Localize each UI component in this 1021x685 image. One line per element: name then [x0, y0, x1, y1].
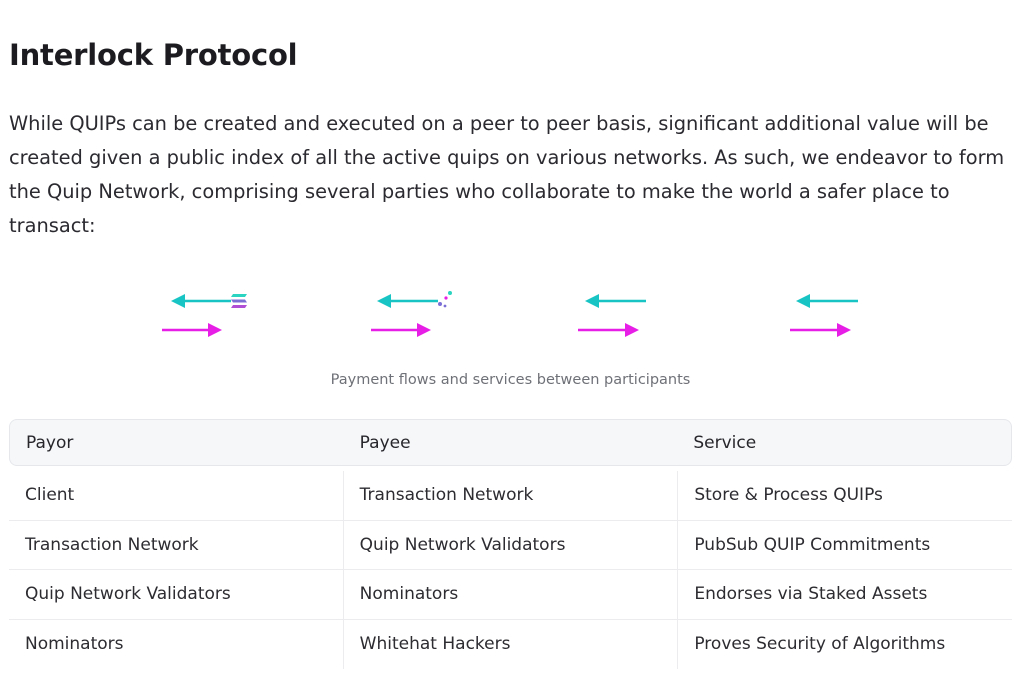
payment-arrow-right [578, 323, 639, 337]
cell-payee: Nominators [344, 570, 679, 619]
flow-group-4 [790, 294, 858, 337]
service-arrow-left [585, 294, 646, 308]
table-row: Client Transaction Network Store & Proce… [9, 471, 1012, 521]
cell-service: Store & Process QUIPs [694, 485, 883, 506]
cell-service: Endorses via Staked Assets [694, 584, 928, 605]
cell-payee: Quip Network Validators [344, 520, 679, 569]
service-arrow-left [377, 294, 438, 308]
payment-arrow-right [790, 323, 851, 337]
cell-payee: Whitehat Hackers [344, 619, 679, 669]
flow-group-1 [162, 294, 247, 337]
table-row: Transaction Network Quip Network Validat… [9, 520, 1012, 570]
service-arrow-left [796, 294, 858, 308]
flow-group-2 [371, 291, 452, 337]
column-header-payor: Payor [26, 432, 74, 453]
cell-payor: Client [9, 471, 344, 520]
table-body: Client Transaction Network Store & Proce… [9, 471, 1012, 669]
intro-paragraph: While QUIPs can be created and executed … [9, 112, 1005, 237]
cell-service: Proves Security of Algorithms [694, 634, 946, 655]
cell-payor: Nominators [9, 619, 344, 669]
payment-flow-figure [9, 282, 1012, 354]
table-row: Nominators Whitehat Hackers Proves Secur… [9, 619, 1012, 669]
service-arrow-left [171, 294, 231, 308]
figure-caption: Payment flows and services between parti… [330, 372, 691, 388]
solana-icon [231, 294, 247, 308]
cell-payor: Quip Network Validators [9, 570, 344, 619]
cell-service: PubSub QUIP Commitments [694, 534, 931, 555]
column-header-payee: Payee [359, 432, 411, 453]
network-icon [438, 291, 452, 308]
table-row: Quip Network Validators Nominators Endor… [9, 570, 1012, 620]
flow-group-3 [578, 294, 646, 337]
participants-table: Payor Payee Service Client Transaction N… [9, 419, 1012, 669]
page-title: Interlock Protocol [9, 38, 298, 72]
payment-arrow-right [162, 323, 222, 337]
column-header-service: Service [693, 432, 757, 453]
table-header: Payor Payee Service [9, 419, 1012, 466]
payment-flow-diagram [162, 291, 858, 337]
payment-arrow-right [371, 323, 431, 337]
cell-payee: Transaction Network [344, 471, 679, 520]
cell-payor: Transaction Network [9, 520, 344, 569]
